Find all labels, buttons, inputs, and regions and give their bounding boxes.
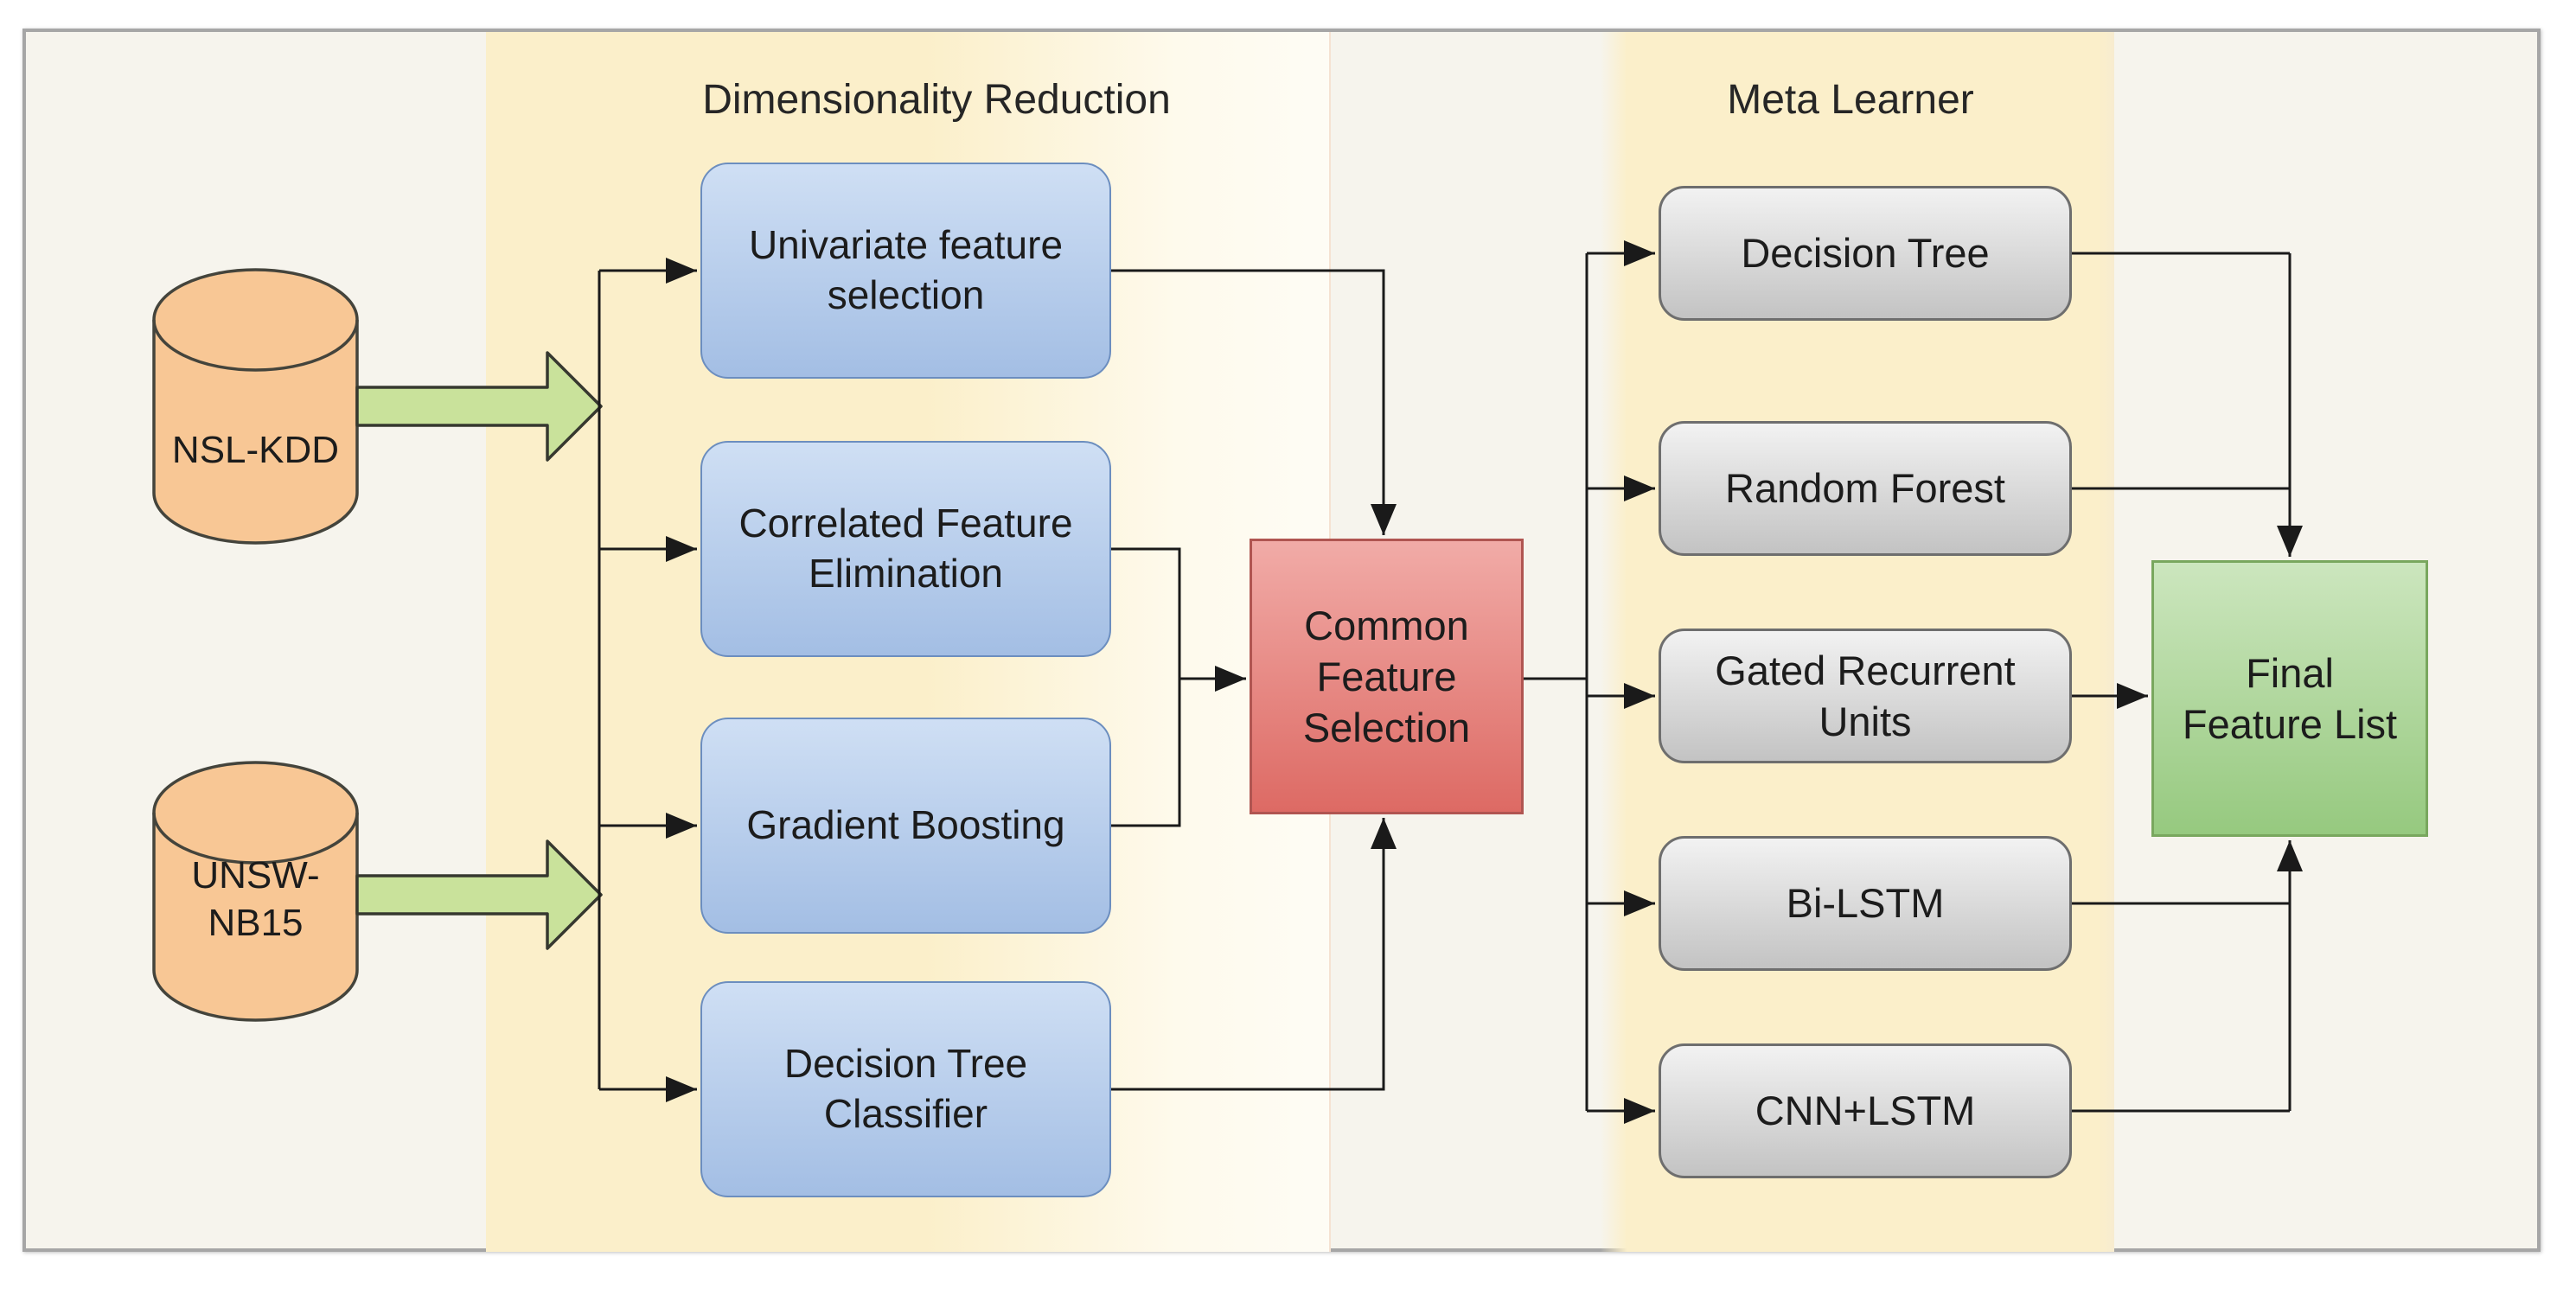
box-common-feature-selection: Common Feature Selection [1250, 539, 1524, 814]
box-final-feature-list: Final Feature List [2151, 560, 2428, 837]
box-correlated-feature-elimination: Correlated Feature Elimination [700, 441, 1111, 657]
box-random-forest: Random Forest [1659, 421, 2072, 556]
box-bi-lstm: Bi-LSTM [1659, 836, 2072, 971]
box-decision-tree-classifier: Decision Tree Classifier [700, 981, 1111, 1197]
box-univariate-feature-selection: Univariate feature selection [700, 163, 1111, 379]
box-gated-recurrent-units: Gated Recurrent Units [1659, 629, 2072, 763]
box-gradient-boosting: Gradient Boosting [700, 718, 1111, 934]
box-decision-tree: Decision Tree [1659, 186, 2072, 321]
section-title-dimensionality-reduction: Dimensionality Reduction [702, 76, 1171, 123]
box-cnn-lstm: CNN+LSTM [1659, 1043, 2072, 1178]
nsl-kdd-label: NSL-KDD [171, 428, 340, 471]
unsw-nb15-label: UNSW- NB15 [191, 854, 320, 944]
section-title-meta-learner: Meta Learner [1727, 76, 1974, 123]
